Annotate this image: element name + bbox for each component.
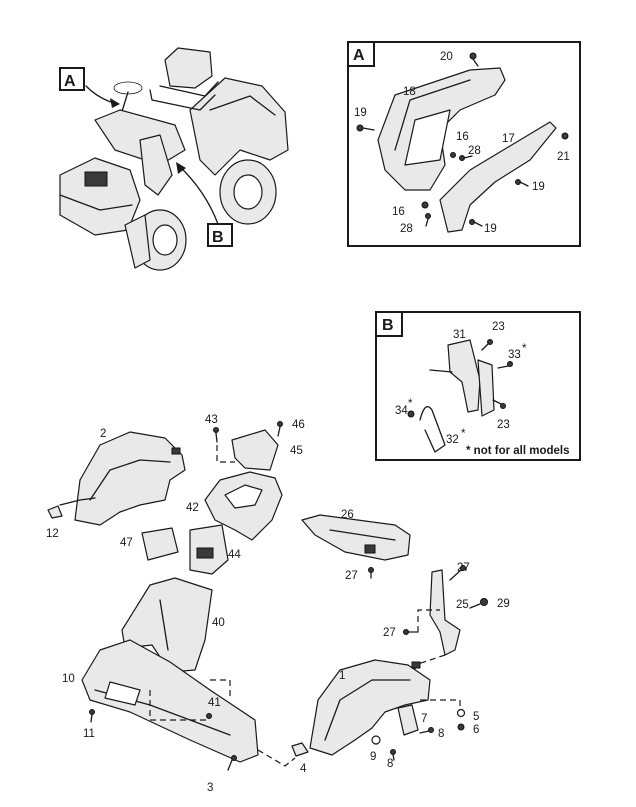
label-27c: 27 [383, 627, 396, 639]
label-44: 44 [228, 549, 241, 561]
label-47: 47 [120, 537, 133, 549]
detail-a-title: A [353, 47, 365, 64]
label-33-star: * [522, 343, 527, 355]
callout-b-label: B [212, 229, 224, 246]
label-5: 5 [473, 711, 479, 723]
label-23a: 23 [492, 321, 505, 333]
label-26: 26 [341, 509, 354, 521]
label-18: 18 [403, 86, 416, 98]
detail-b-footnote: * not for all models [466, 445, 570, 457]
label-23b: 23 [497, 419, 510, 431]
label-25: 25 [456, 599, 469, 611]
label-43: 43 [205, 414, 218, 426]
label-28a: 28 [468, 145, 481, 157]
label-17: 17 [502, 133, 515, 145]
label-12: 12 [46, 528, 59, 540]
label-8a: 8 [438, 728, 444, 740]
label-42: 42 [186, 502, 199, 514]
label-19a: 19 [354, 107, 367, 119]
label-9: 9 [370, 751, 376, 763]
label-28b: 28 [400, 223, 413, 235]
label-34-star: * [408, 398, 413, 410]
label-6: 6 [473, 724, 479, 736]
label-41: 41 [208, 697, 221, 709]
tractor-overview-illustration: A B [59, 47, 289, 271]
label-1: 1 [339, 670, 345, 682]
label-19c: 19 [484, 223, 497, 235]
detail-b-panel: B 31 23 33 * 34 * 23 32 * * not for all … [375, 311, 581, 461]
label-33: 33 [508, 349, 521, 361]
exploded-view: 2 43 46 45 42 12 47 44 26 27 27 25 29 27… [46, 414, 510, 794]
label-20: 20 [440, 51, 453, 63]
detail-b-title: B [382, 317, 394, 334]
callout-a-box [59, 67, 85, 91]
label-32-star: * [461, 428, 466, 440]
label-10: 10 [62, 673, 75, 685]
label-19b: 19 [532, 181, 545, 193]
label-45: 45 [290, 445, 303, 457]
label-3: 3 [207, 782, 213, 794]
label-8b: 8 [387, 758, 393, 770]
label-16b: 16 [392, 206, 405, 218]
label-34: 34 [395, 405, 408, 417]
callout-b-box [207, 223, 233, 247]
label-11: 11 [83, 728, 95, 740]
label-16a: 16 [456, 131, 469, 143]
label-27a: 27 [345, 570, 358, 582]
label-2: 2 [100, 428, 106, 440]
label-27b: 27 [457, 562, 470, 574]
label-32: 32 [446, 434, 459, 446]
label-29: 29 [497, 598, 510, 610]
label-21: 21 [557, 151, 570, 163]
callout-a-label: A [64, 73, 76, 90]
label-40: 40 [212, 617, 225, 629]
label-7: 7 [421, 713, 427, 725]
label-46: 46 [292, 419, 305, 431]
label-4: 4 [300, 763, 307, 775]
label-31: 31 [453, 329, 466, 341]
detail-a-panel: A 20 19 18 16 28 17 21 19 16 28 19 [347, 41, 581, 247]
